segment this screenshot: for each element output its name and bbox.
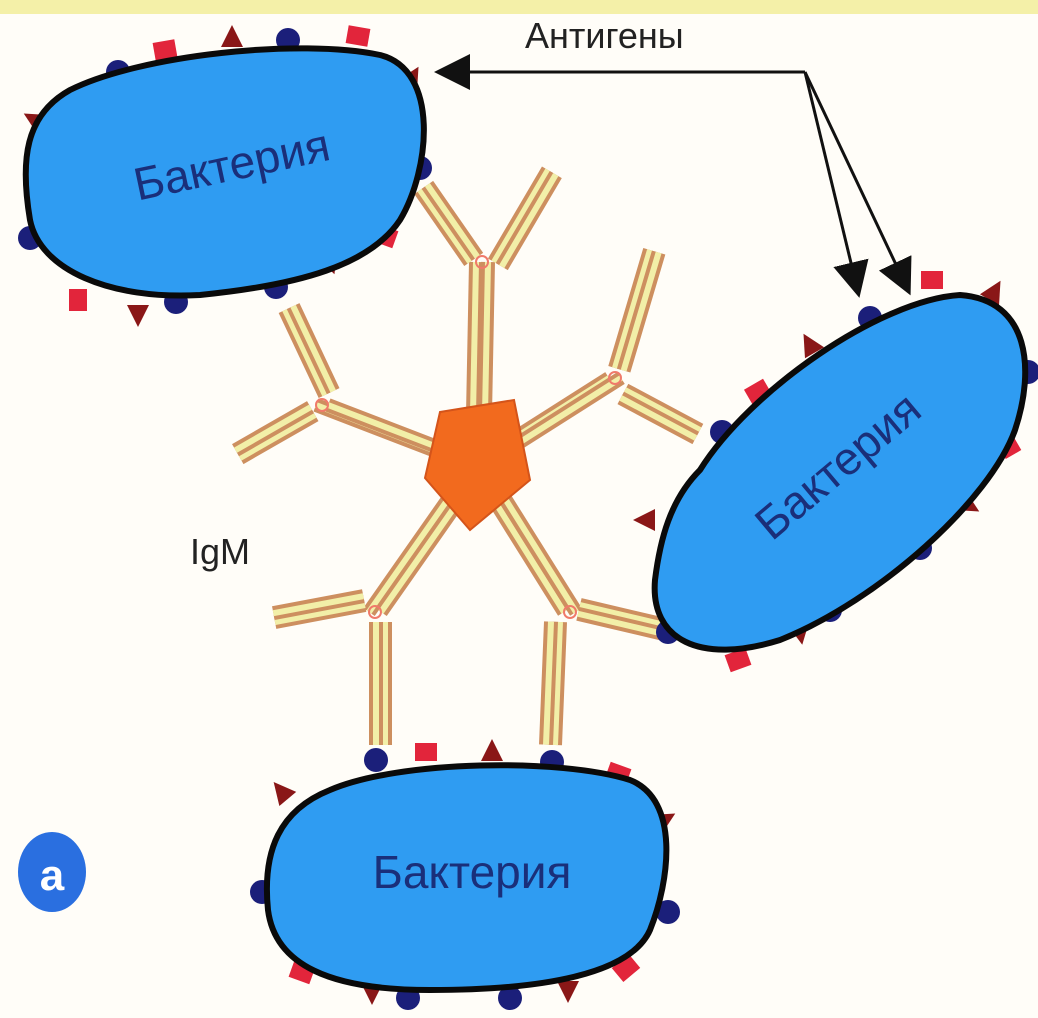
bacterium-bottom: Бактерия: [250, 739, 681, 1010]
bacterium-top-left: Бактерия: [18, 25, 432, 327]
top-band: [0, 0, 1038, 14]
bacterium-label: Бактерия: [373, 846, 572, 898]
antigen-triangle: [221, 25, 243, 47]
igm-label: IgM: [190, 531, 250, 572]
antigens-label: Антигены: [525, 15, 684, 56]
igm-arm-0-branch-1-a-core: [494, 170, 548, 262]
antigen-square: [69, 289, 87, 311]
igm-arm-0-branch-1-b-core: [502, 175, 556, 267]
antigen-square: [346, 25, 371, 47]
panel-letter: а: [40, 851, 65, 900]
antigen-square: [921, 271, 943, 289]
antigen-triangle: [127, 305, 149, 327]
antigen-triangle: [557, 981, 579, 1003]
antigen-triangle: [633, 509, 655, 531]
bacterium-right: Бактерия: [633, 271, 1038, 672]
antigen-circle: [364, 748, 388, 772]
antigen-triangle: [481, 739, 503, 761]
antigen-triangle: [265, 775, 296, 806]
antigen-square: [415, 743, 437, 761]
panel-badge: а: [18, 832, 86, 912]
